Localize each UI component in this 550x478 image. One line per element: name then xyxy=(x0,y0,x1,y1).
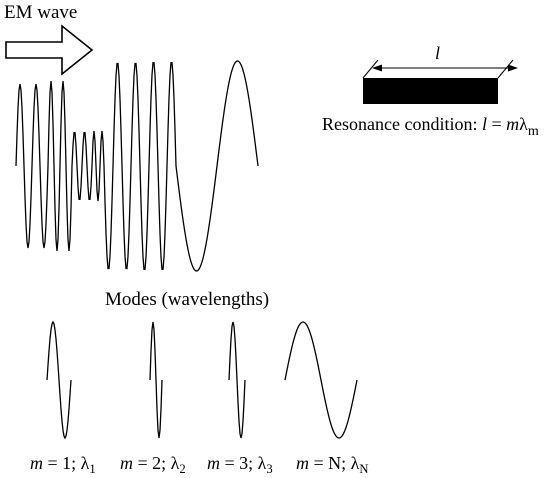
mode-eq: = xyxy=(309,453,329,473)
mode-m-symbol: m xyxy=(120,453,133,473)
mode-m-symbol: m xyxy=(207,453,220,473)
mode-number: 2 xyxy=(152,453,162,473)
mode-eq: = xyxy=(43,453,63,473)
mode-lambda-sub: N xyxy=(359,462,369,477)
mode-wave-2 xyxy=(149,321,163,439)
mode-wave-1 xyxy=(46,320,72,440)
mode-label-2: m = 2; λ2 xyxy=(120,453,186,477)
resonance-eq: = xyxy=(486,114,507,134)
mode-label-1: m = 1; λ1 xyxy=(30,453,96,477)
length-symbol: l xyxy=(435,43,441,63)
mode-sep: ; xyxy=(248,453,258,473)
resonator-bar xyxy=(363,78,498,104)
mode-lambda: λ xyxy=(170,453,180,473)
mode-number: 3 xyxy=(239,453,249,473)
resonance-lambda-sub: m xyxy=(527,122,539,139)
mode-lambda: λ xyxy=(350,453,360,473)
resonator xyxy=(362,59,518,104)
dimension-arrowhead-right xyxy=(508,64,518,72)
mode-sep: ; xyxy=(161,453,171,473)
mode-wave-3 xyxy=(228,321,246,439)
resonance-lhs: l xyxy=(481,114,487,134)
mode-eq: = xyxy=(133,453,153,473)
mode-lambda: λ xyxy=(80,453,90,473)
mode-lambda-sub: 2 xyxy=(179,462,186,477)
right-arrow-icon xyxy=(5,24,94,76)
mode-lambda-sub: 3 xyxy=(266,462,273,477)
resonance-coef: m xyxy=(506,114,520,134)
dimension-tick-left xyxy=(362,59,379,79)
resonance-prefix: Resonance condition: xyxy=(322,114,482,134)
modes-title: Modes (wavelengths) xyxy=(105,289,270,310)
dimension-arrowhead-left xyxy=(372,64,382,72)
resonance-condition: Resonance condition: l = mλm xyxy=(322,114,539,139)
mode-label-3: m = 3; λ3 xyxy=(207,453,273,477)
em-wave-curve xyxy=(15,60,259,272)
mode-eq: = xyxy=(220,453,240,473)
mode-m-symbol: m xyxy=(30,453,43,473)
resonance-lambda: λ xyxy=(519,114,528,134)
mode-lambda-sub: 1 xyxy=(89,462,96,477)
mode-wave-n xyxy=(284,321,358,439)
mode-sep: ; xyxy=(71,453,81,473)
em-wave-label: EM wave xyxy=(4,2,78,23)
dimension-tick-right xyxy=(497,59,514,79)
mode-sep: ; xyxy=(341,453,351,473)
mode-m-symbol: m xyxy=(296,453,309,473)
mode-number: 1 xyxy=(62,453,72,473)
mode-lambda: λ xyxy=(257,453,267,473)
mode-number: N xyxy=(328,453,342,473)
mode-label-n: m = N; λN xyxy=(296,453,369,477)
